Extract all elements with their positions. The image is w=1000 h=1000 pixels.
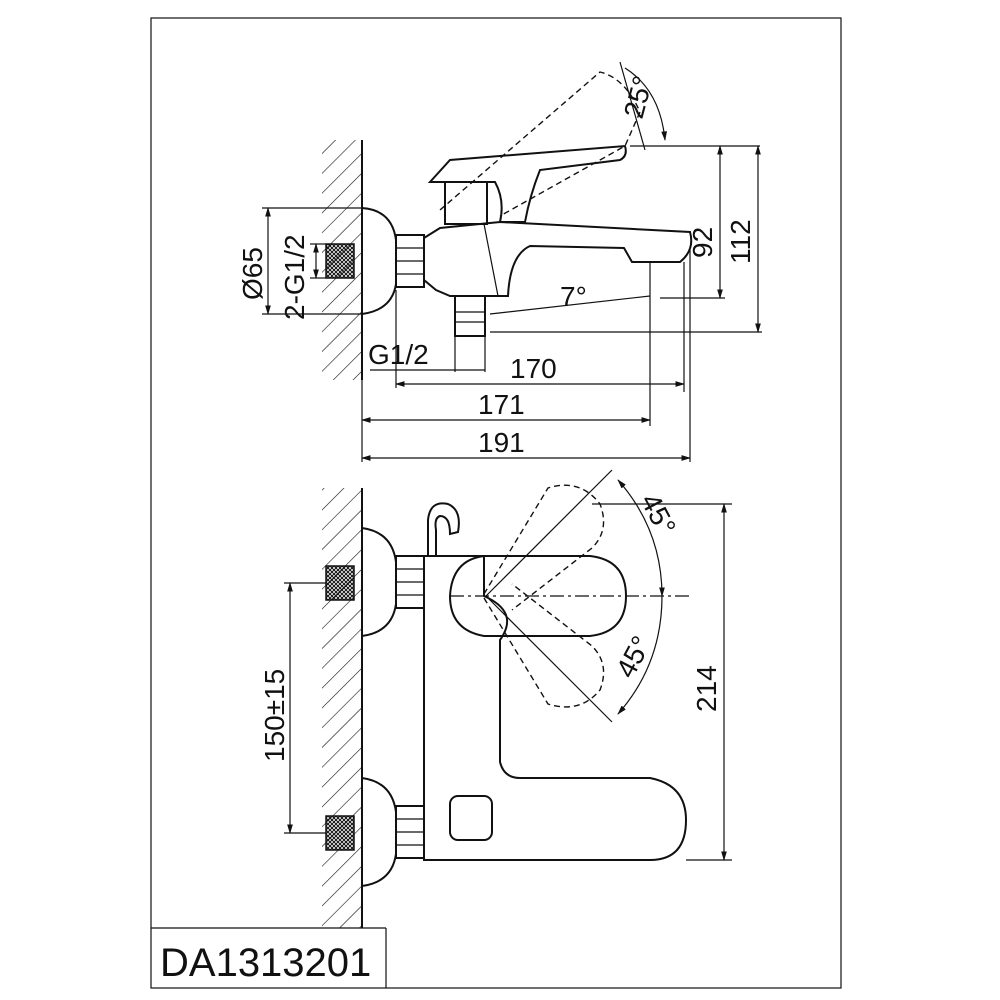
length-170-label: 170 (510, 353, 557, 384)
shower-hook (427, 502, 460, 556)
length-171-label: 171 (478, 389, 525, 420)
lever-handle-side (427, 144, 627, 223)
diverter-knob-side (454, 295, 486, 337)
side-view: 25° 92 112 7° Ø65 2-G1/2 G1/2 170 171 (237, 61, 762, 462)
escutcheon-lower (361, 776, 397, 888)
inlet-knurl-top (325, 243, 355, 279)
outlet-thread-label: G1/2 (368, 339, 429, 370)
height-112-label: 112 (725, 219, 756, 264)
wall-hatch-bottom (322, 488, 362, 928)
top-view: 45° 45° 214 150±15 (259, 469, 732, 928)
escutcheon-top (361, 206, 397, 316)
inlet-knurl-lower (325, 815, 355, 851)
lever-handle-raised (439, 71, 641, 217)
angle-spout-label: 7° (560, 281, 587, 312)
angle-bottom-label: 45° (610, 631, 657, 683)
escutcheon-upper (361, 526, 397, 638)
drawing-frame (150, 17, 842, 989)
spacing-label: 150±15 (259, 669, 290, 762)
model-code: DA1313201 (160, 941, 371, 985)
inlet-knurl-upper (325, 565, 355, 601)
angle-lever-lift-label: 25° (618, 73, 659, 122)
angle-top-label: 45° (635, 488, 682, 540)
length-191-label: 191 (478, 427, 525, 458)
diverter-knob-top (449, 795, 493, 841)
lever-rotated-down (483, 583, 605, 708)
mixer-body-side (423, 220, 693, 297)
width-214-label: 214 (691, 665, 722, 712)
lever-rotated-up (483, 484, 605, 611)
mixer-body-top (423, 555, 688, 861)
diameter-label: Ø65 (237, 247, 268, 300)
inlet-thread-label: 2-G1/2 (279, 234, 310, 320)
height-92-label: 92 (687, 227, 718, 258)
model-code-box: DA1313201 (151, 927, 387, 988)
